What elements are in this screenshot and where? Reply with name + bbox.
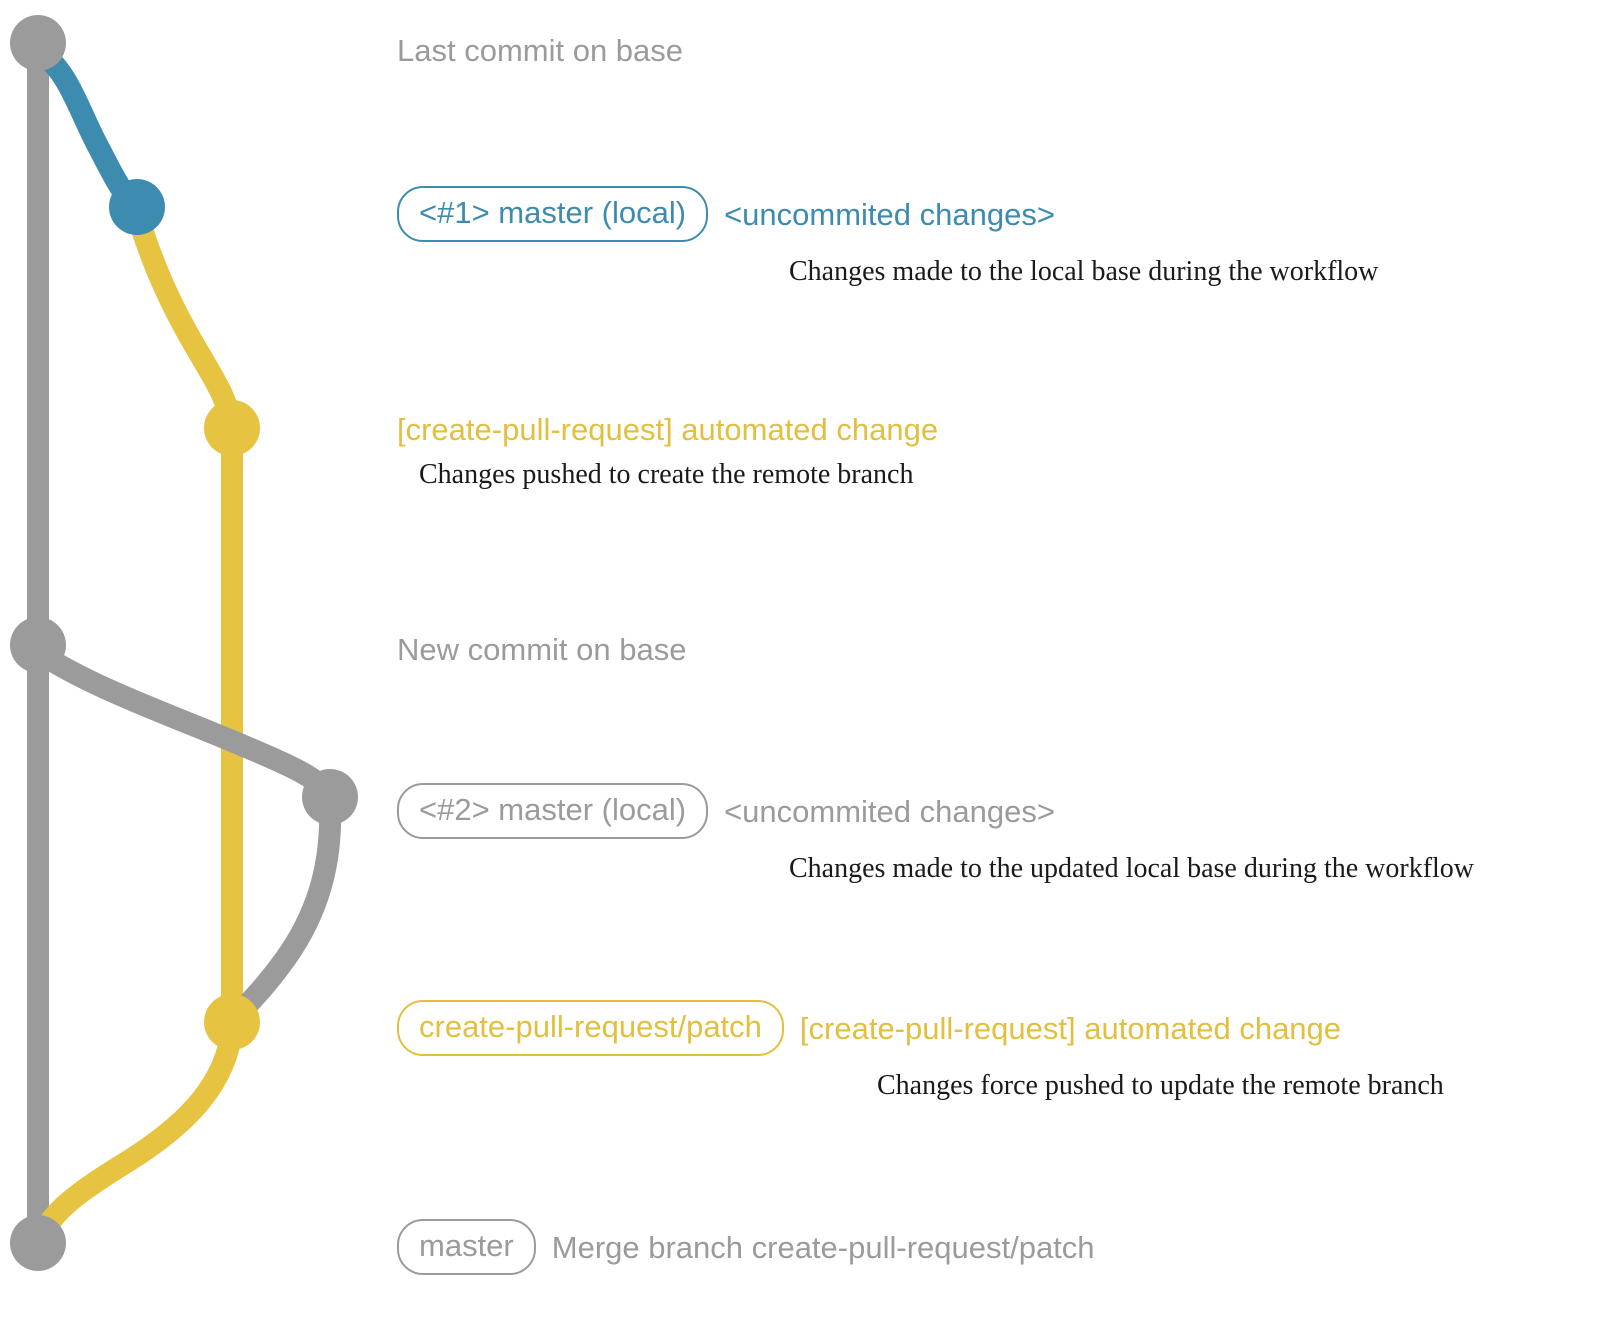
commit-message-automated-change-1: [create-pull-request] automated change <box>397 412 939 447</box>
commit-message-master-local-2: <uncommited changes> <box>724 793 1055 829</box>
branch-badge-master[interactable]: master <box>397 1219 536 1275</box>
row-patch-branch: create-pull-request/patch [create-pull-r… <box>397 1000 1444 1102</box>
row-master-local-1: <#1> master (local) <uncommited changes>… <box>397 186 1378 288</box>
new-base-commit-node[interactable] <box>10 617 66 673</box>
caption-automated-change-1: Changes pushed to create the remote bran… <box>419 459 914 490</box>
patch-commit-node-1[interactable] <box>204 400 260 456</box>
merge-line-yellow <box>27 1018 243 1254</box>
row-master-local-2: <#2> master (local) <uncommited changes>… <box>397 783 1474 885</box>
row-main: master Merge branch create-pull-request/… <box>397 1219 1095 1275</box>
row-main: [create-pull-request] automated change <box>397 414 938 445</box>
row-last-commit-on-base: Last commit on base <box>397 35 683 66</box>
local-commit-node[interactable] <box>109 179 165 235</box>
row-main: create-pull-request/patch [create-pull-r… <box>397 1000 1341 1056</box>
commit-message-master-merge: Merge branch create-pull-request/patch <box>551 1229 1095 1265</box>
commit-message-new-commit-on-base: New commit on base <box>397 632 687 667</box>
row-main: <#2> master (local) <uncommited changes> <box>397 783 1055 839</box>
row-main: Last commit on base <box>397 35 683 66</box>
row-main: New commit on base <box>397 634 686 665</box>
patch-commit-node-2[interactable] <box>204 994 260 1050</box>
row-new-commit-on-base: New commit on base <box>397 634 686 665</box>
branch-badge-master-local-1[interactable]: <#1> master (local) <box>397 186 709 242</box>
branch-badge-create-pull-request-patch[interactable]: create-pull-request/patch <box>397 1000 784 1056</box>
row-automated-change-1: [create-pull-request] automated change C… <box>397 414 938 491</box>
row-main: <#1> master (local) <uncommited changes> <box>397 186 1055 242</box>
base-head-node[interactable] <box>10 15 66 71</box>
caption-patch-branch: Changes force pushed to update the remot… <box>877 1070 1444 1101</box>
master-merge-node[interactable] <box>10 1215 66 1271</box>
commit-message-patch-branch: [create-pull-request] automated change <box>799 1010 1342 1046</box>
commit-message-last-commit-on-base: Last commit on base <box>397 33 684 68</box>
row-master-merge: master Merge branch create-pull-request/… <box>397 1219 1095 1275</box>
caption-master-local-1: Changes made to the local base during th… <box>789 256 1379 287</box>
caption-master-local-2: Changes made to the updated local base d… <box>789 853 1475 884</box>
branch-badge-master-local-2[interactable]: <#2> master (local) <box>397 783 709 839</box>
commit-message-master-local-1: <uncommited changes> <box>724 196 1055 232</box>
local-commit-node-2[interactable] <box>302 769 358 825</box>
